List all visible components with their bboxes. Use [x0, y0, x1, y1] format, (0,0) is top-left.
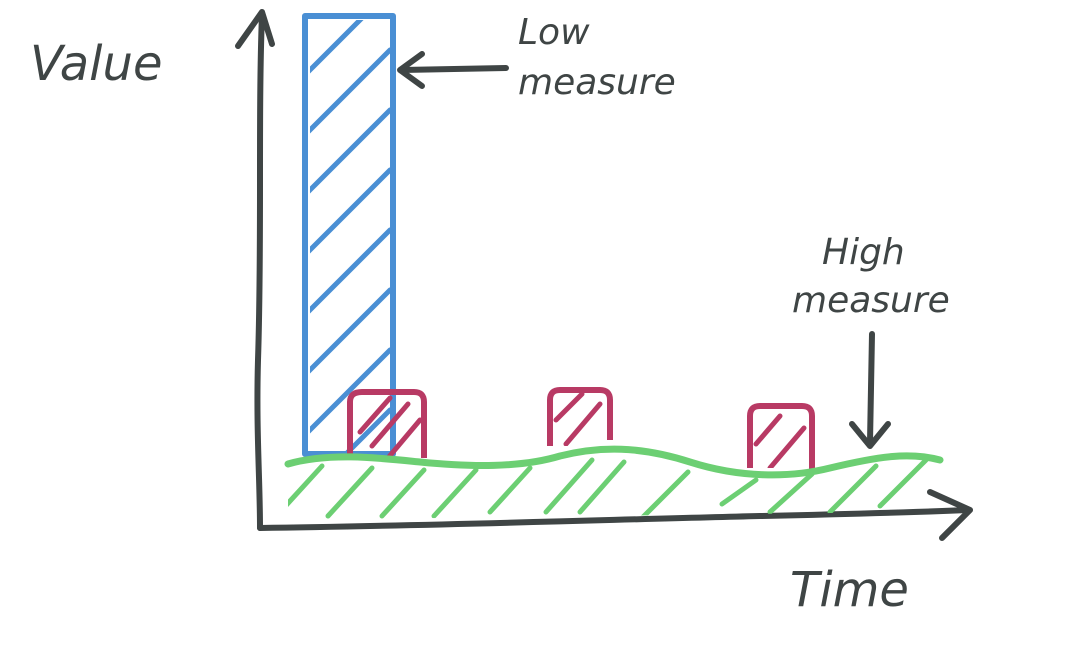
low-measure-bar [302, 13, 396, 457]
spike-1-hatching [357, 395, 423, 458]
axes [235, 9, 973, 541]
spike-3-outline [747, 403, 815, 470]
high-measure-line [284, 445, 944, 479]
y-axis-arrowhead [235, 9, 275, 49]
spike-3 [747, 403, 815, 470]
low-measure-pointer [397, 51, 509, 89]
spike-2 [547, 387, 613, 446]
low-measure-label-line2: measure [518, 62, 676, 103]
spike-2-outline [547, 387, 613, 446]
spike-2-hatching [553, 391, 603, 446]
high-measure-hatching [288, 457, 929, 520]
high-measure-band [284, 445, 944, 520]
spike-1-outline [347, 389, 427, 458]
high-measure-pointer [849, 331, 891, 449]
low-measure-hatching [310, 20, 390, 452]
spike-3-hatching [753, 413, 807, 468]
x-axis-arrowhead [927, 489, 973, 541]
y-axis-line [254, 11, 265, 531]
high-measure-label-line1: High [822, 232, 905, 273]
x-axis-line [257, 507, 971, 531]
high-measure-label-line2: measure [792, 280, 950, 321]
y-axis-label: Value [30, 36, 162, 92]
low-measure-label-line1: Low [518, 12, 590, 53]
x-axis-label: Time [790, 562, 909, 618]
spike-1 [347, 389, 427, 458]
